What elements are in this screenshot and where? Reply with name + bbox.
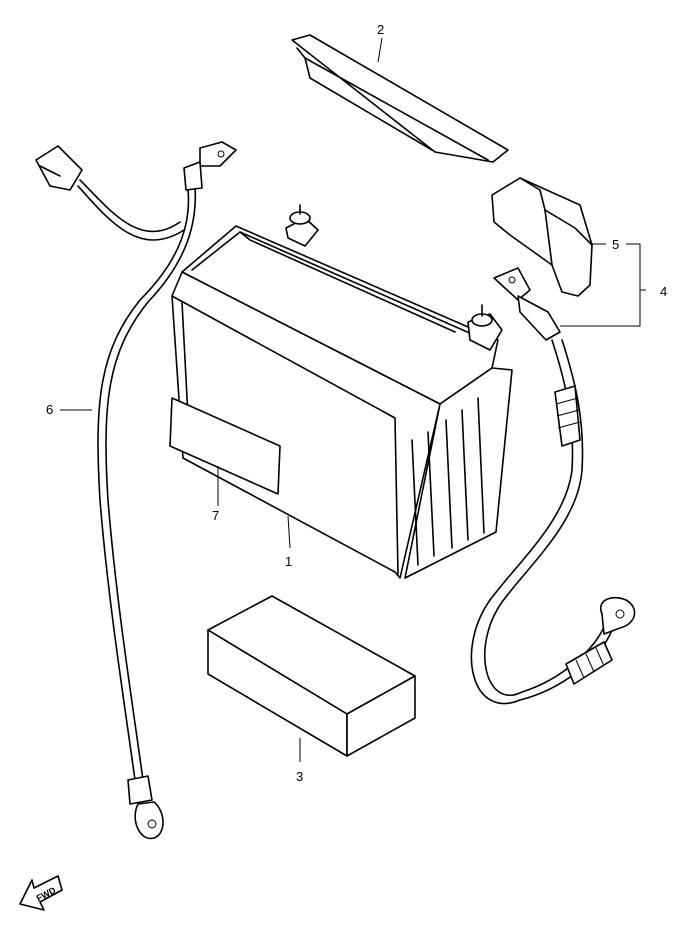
part-5-terminal-cover [491,177,593,297]
callout-6: 6 [46,402,53,417]
callout-5: 5 [612,237,619,252]
callout-4: 4 [660,284,667,299]
part-4-cable-assembly [470,267,636,705]
callout-3: 3 [296,769,303,784]
callout-1: 1 [285,554,292,569]
part-3-spacer-block [207,595,416,762]
callout-7: 7 [212,508,219,523]
leader-lines [60,243,646,549]
part-6-cable [35,141,237,840]
part-1-battery [171,204,513,579]
fwd-arrow-icon: FWD [19,875,63,911]
callout-2: 2 [377,22,384,37]
part-7-battery-label [169,397,281,495]
part-2-battery-pad [291,34,509,163]
